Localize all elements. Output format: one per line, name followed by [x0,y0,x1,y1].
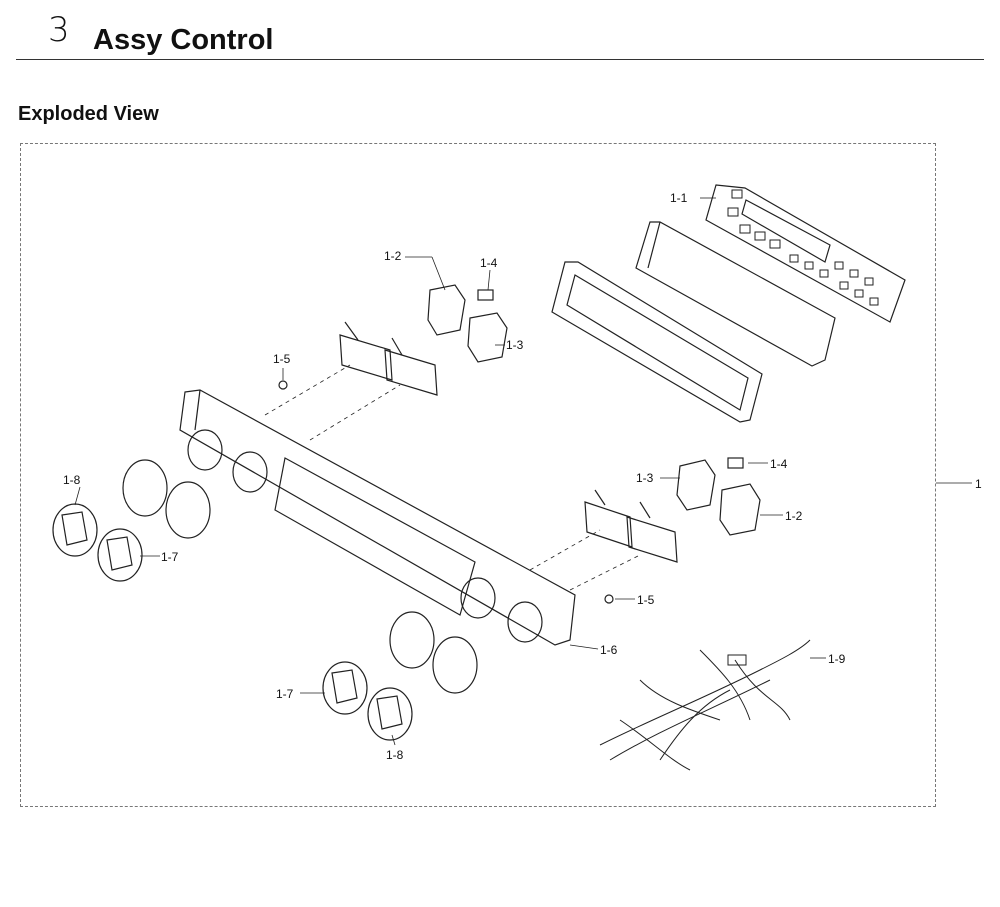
callout-1-4: 1-4 [480,256,498,270]
callout-1-2: 1-2 [384,249,402,263]
callout-1-7: 1-7 [276,687,294,701]
callout-1-8: 1-8 [386,748,404,762]
callout-1-3: 1-3 [636,471,654,485]
title-rule [16,59,984,60]
part-screw-right [604,594,614,604]
callout-1-2: 1-2 [785,509,803,523]
diagram-frame [20,143,936,807]
callout-1-9: 1-9 [828,652,846,666]
part-bracket-left [339,321,438,396]
part-bracket-right [584,489,678,563]
callout-1-7: 1-7 [161,550,179,564]
part-control-panel [179,389,576,646]
callout-1-3: 1-3 [506,338,524,352]
exploded-view-heading: Exploded View [18,103,159,125]
callout-1-6: 1-6 [600,643,618,657]
part-wire-harness [599,639,811,771]
part-display-housing [551,221,836,423]
part-knob-bezels [122,459,478,694]
section-title: Assy Control [93,24,274,56]
callout-1-4: 1-4 [770,457,788,471]
part-display-pcb [705,184,906,323]
callout-1: 1 [975,477,982,491]
part-switch-boxes [427,284,761,536]
callout-1-1: 1-1 [670,191,688,205]
part-screw-left [278,380,288,390]
callout-1-5: 1-5 [637,593,655,607]
section-number: 3 [48,10,70,50]
part-knobs [52,503,413,741]
callout-1-8: 1-8 [63,473,81,487]
callout-1-5: 1-5 [273,352,291,366]
leader-lines [74,197,972,746]
